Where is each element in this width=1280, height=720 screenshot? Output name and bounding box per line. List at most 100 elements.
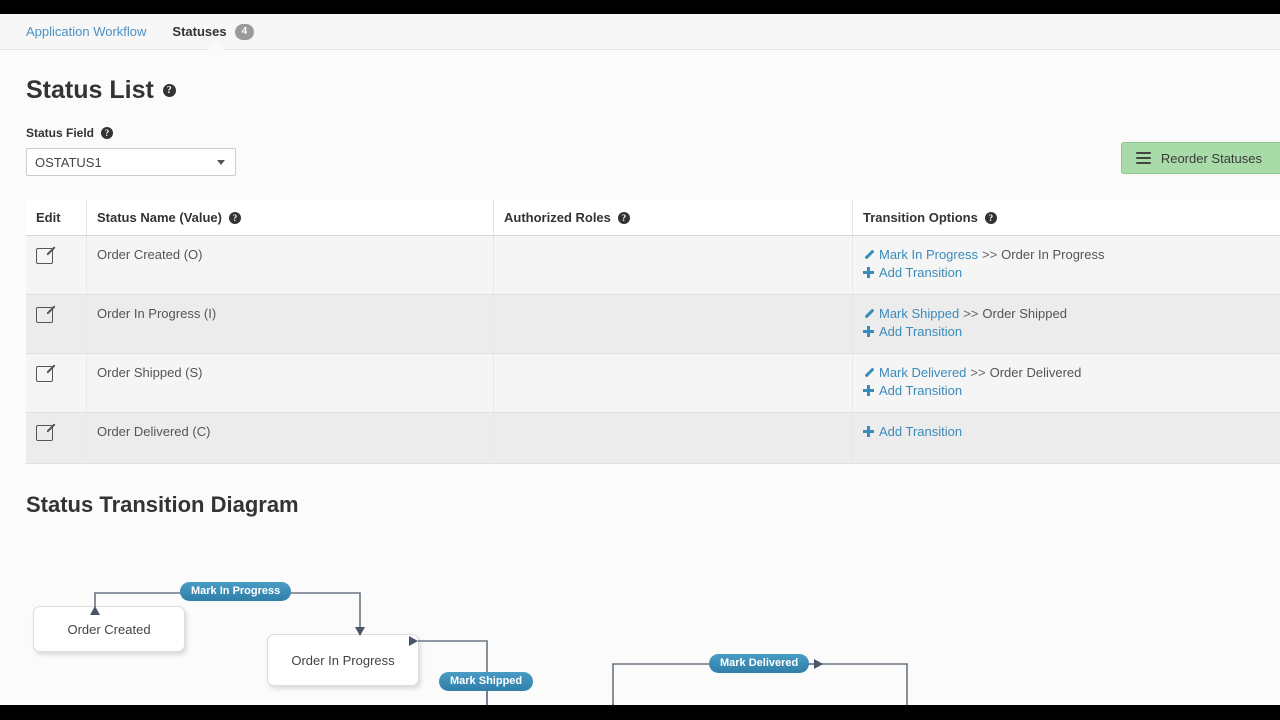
add-transition-link[interactable]: Add Transition [879, 383, 963, 398]
pencil-icon [863, 308, 874, 319]
column-header-authorized-roles: Authorized Roles ? [493, 200, 853, 236]
add-transition-row: Add Transition [863, 265, 1272, 280]
diagram-edges [90, 592, 912, 705]
transition-separator: >> [970, 365, 986, 380]
diagram-edge-label-mark-delivered[interactable]: Mark Delivered [709, 654, 810, 673]
status-transition-diagram: Order Created Order In Progress Order Sh… [0, 528, 1280, 705]
diagram-edge-label-mark-in-progress[interactable]: Mark In Progress [180, 582, 292, 601]
letterbox-top [0, 0, 1280, 14]
page-title-text: Status List [26, 76, 154, 104]
hamburger-icon [1135, 149, 1151, 167]
pencil-icon [863, 367, 874, 378]
table-header-row: Edit Status Name (Value) ? Authorized Ro… [26, 200, 1280, 236]
table-row: Order In Progress (I) Mark Shipped>>Order… [26, 294, 1280, 354]
status-field-select[interactable]: OSTATUS1 [26, 148, 236, 176]
edit-pencil-icon[interactable] [36, 366, 53, 382]
reorder-statuses-button[interactable]: Reorder Statuses [1120, 142, 1280, 174]
cell-status-name: Order Shipped (S) [86, 353, 494, 413]
status-field-label-text: Status Field [26, 126, 95, 140]
diagram-edge-label-text: Mark Shipped [450, 675, 523, 687]
cell-transition-options: Add Transition [852, 412, 1280, 464]
status-table-body: Order Created (O)Mark In Progress>>Order… [26, 235, 1280, 464]
plus-icon [863, 385, 874, 396]
chevron-down-icon [217, 160, 225, 165]
tab-label: Statuses [172, 24, 227, 39]
diagram-edge-label-mark-shipped[interactable]: Mark Shipped [439, 672, 534, 691]
column-header-edit-label: Edit [36, 210, 61, 225]
transition-action-link[interactable]: Mark Delivered [879, 365, 967, 380]
cell-status-name: Order Created (O) [86, 235, 494, 295]
transition-entry: Mark Delivered>>Order Delivered [863, 365, 1272, 380]
reorder-statuses-label: Reorder Statuses [1160, 150, 1262, 166]
add-transition-row: Add Transition [863, 383, 1272, 398]
table-row: Order Created (O) Mark In Progress>>Order… [26, 235, 1280, 295]
page-title: Status List ? [26, 76, 1280, 105]
column-header-transition-options-label: Transition Options [863, 210, 978, 225]
column-header-transition-options: Transition Options ? [852, 200, 1280, 236]
status-count-badge: 4 [234, 23, 255, 40]
plus-icon [863, 326, 874, 337]
help-icon[interactable]: ? [101, 127, 114, 139]
add-transition-link[interactable]: Add Transition [879, 424, 963, 439]
status-field-value: OSTATUS1 [35, 154, 102, 170]
cell-edit [26, 294, 87, 354]
pencil-icon [863, 249, 874, 260]
plus-icon [863, 267, 874, 278]
column-header-status-name-label: Status Name (Value) [97, 210, 222, 225]
help-icon[interactable]: ? [162, 84, 176, 97]
tab-label: Application Workflow [26, 24, 147, 39]
column-header-status-name: Status Name (Value) ? [86, 200, 494, 236]
edit-pencil-icon[interactable] [36, 248, 53, 264]
tab-caret [208, 41, 225, 50]
help-icon[interactable]: ? [984, 211, 997, 224]
diagram-node-order-in-progress[interactable]: Order In Progress [267, 634, 419, 686]
tab-statuses[interactable]: Statuses 4 [172, 23, 255, 50]
status-table-head: Edit Status Name (Value) ? Authorized Ro… [26, 200, 1280, 236]
transition-target: Order In Progress [1001, 247, 1105, 262]
diagram-title: Status Transition Diagram [26, 492, 299, 517]
column-header-authorized-roles-label: Authorized Roles [504, 210, 611, 225]
transition-entry: Mark In Progress>>Order In Progress [863, 247, 1272, 262]
transition-target: Order Shipped [982, 306, 1067, 321]
help-icon[interactable]: ? [617, 211, 630, 224]
add-transition-row: Add Transition [863, 424, 1272, 439]
cell-status-name: Order In Progress (I) [86, 294, 494, 354]
diagram-node-label: Order In Progress [291, 652, 395, 668]
letterbox-bottom [0, 705, 1280, 720]
column-header-edit: Edit [26, 200, 87, 236]
table-row: Order Shipped (S) Mark Delivered>>Order D… [26, 353, 1280, 413]
cell-authorized-roles [493, 353, 853, 413]
cell-authorized-roles [493, 294, 853, 354]
cell-authorized-roles [493, 235, 853, 295]
status-field-label: Status Field ? [26, 126, 1280, 140]
edit-pencil-icon[interactable] [36, 307, 53, 323]
edit-pencil-icon[interactable] [36, 425, 53, 441]
transition-separator: >> [981, 247, 998, 262]
transition-entry: Mark Shipped>>Order Shipped [863, 306, 1272, 321]
page-root: Application Workflow Statuses 4 Status L… [0, 14, 1280, 705]
diagram-edge-label-text: Mark Delivered [720, 657, 799, 669]
status-table: Edit Status Name (Value) ? Authorized Ro… [26, 200, 1280, 464]
cell-edit [26, 235, 87, 295]
help-icon[interactable]: ? [229, 211, 241, 224]
plus-icon [863, 426, 874, 437]
add-transition-link[interactable]: Add Transition [879, 324, 963, 339]
table-row: Order Delivered (C) Add Transition [26, 412, 1280, 464]
transition-action-link[interactable]: Mark In Progress [879, 247, 978, 262]
control-row: OSTATUS1 Reorder Statuses [0, 142, 1280, 188]
cell-edit [26, 353, 87, 413]
add-transition-link[interactable]: Add Transition [879, 265, 963, 280]
cell-status-name: Order Delivered (C) [86, 412, 494, 464]
transition-action-link[interactable]: Mark Shipped [879, 306, 960, 321]
cell-edit [26, 412, 87, 464]
tab-bar: Application Workflow Statuses 4 [0, 14, 1280, 50]
cell-authorized-roles [493, 412, 853, 464]
transition-separator: >> [963, 306, 979, 321]
add-transition-row: Add Transition [863, 324, 1272, 339]
tab-application-workflow[interactable]: Application Workflow [26, 24, 146, 39]
diagram-edge-label-text: Mark In Progress [191, 585, 281, 597]
transition-target: Order Delivered [989, 365, 1082, 380]
